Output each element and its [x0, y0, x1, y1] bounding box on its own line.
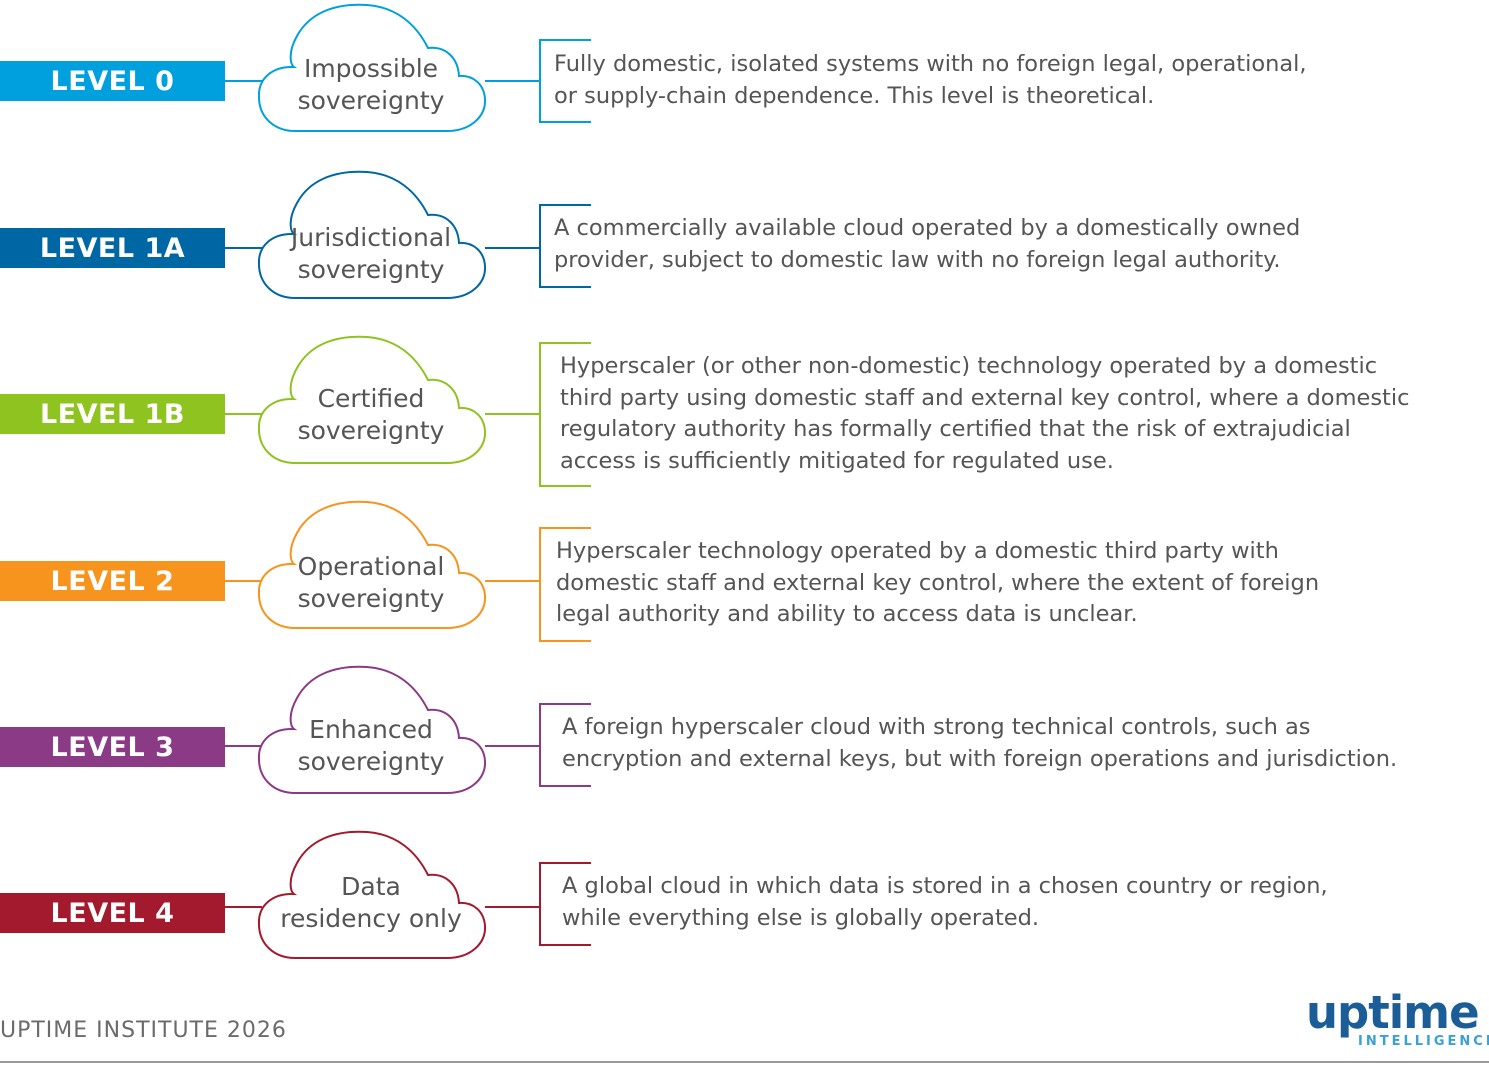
cloud-icon	[257, 335, 487, 464]
uptime-logo-wordmark: uptime	[1306, 986, 1480, 1039]
description-line: Hyperscaler (or other non-domestic) tech…	[560, 353, 1378, 379]
cloud-title-0: Impossible sovereignty	[258, 53, 484, 117]
description-bracket	[539, 527, 591, 642]
cloud-title-line: residency only	[280, 904, 462, 933]
cloud-title-1a: Jurisdictional sovereignty	[258, 222, 484, 286]
description-line: legal authority and ability to access da…	[556, 601, 1138, 627]
cloud-title-line: Enhanced	[309, 715, 433, 744]
description-line: provider, subject to domestic law with n…	[554, 246, 1281, 273]
cloud-title-line: Operational	[297, 552, 445, 581]
description-bracket	[539, 204, 591, 288]
cloud-title-4: Data residency only	[258, 871, 484, 935]
footer-divider	[0, 1061, 1489, 1063]
cloud-title-2: Operational sovereignty	[258, 551, 484, 615]
cloud-title-line: Data	[341, 872, 401, 901]
description-bracket	[539, 342, 591, 487]
level-row-3: LEVEL 3 Enhanced sovereignty A foreign h…	[0, 660, 1489, 825]
description-bracket	[539, 39, 591, 123]
cloud-title-line: sovereignty	[297, 86, 445, 115]
level-label-4: LEVEL 4	[0, 893, 225, 933]
description-line: A commercially available cloud operated …	[554, 215, 1301, 241]
description-line: third party using domestic staff and ext…	[560, 384, 1410, 411]
description-line: A foreign hyperscaler cloud with strong …	[562, 714, 1311, 740]
description-line: while everything else is globally operat…	[562, 904, 1040, 931]
cloud-icon	[257, 3, 487, 132]
level-2-connector-graphics	[224, 500, 591, 642]
cloud-icon	[257, 830, 487, 959]
level-row-1b: LEVEL 1B Certified sovereignty Hyperscal…	[0, 330, 1489, 495]
level-description-1b: Hyperscaler (or other non-domestic) tech…	[560, 351, 1410, 477]
level-label-1b: LEVEL 1B	[0, 394, 225, 434]
cloud-icon	[257, 500, 487, 629]
level-label-3: LEVEL 3	[0, 727, 225, 767]
level-row-2: LEVEL 2 Operational sovereignty Hypersca…	[0, 495, 1489, 660]
description-line: regulatory authority has formally certif…	[560, 416, 1351, 442]
cloud-title-line: sovereignty	[297, 747, 445, 776]
level-description-0: Fully domestic, isolated systems with no…	[554, 49, 1307, 112]
level-description-2: Hyperscaler technology operated by a dom…	[556, 536, 1319, 631]
description-line: A global cloud in which data is stored i…	[562, 873, 1328, 899]
level-1a-connector-graphics	[224, 170, 591, 299]
cloud-title-line: Jurisdictional	[290, 223, 452, 252]
level-1b-connector-graphics	[224, 335, 591, 487]
level-row-1a: LEVEL 1A Jurisdictional sovereignty A co…	[0, 165, 1489, 330]
level-label-0: LEVEL 0	[0, 61, 225, 101]
cloud-title-3: Enhanced sovereignty	[258, 714, 484, 778]
cloud-icon	[257, 170, 487, 299]
level-row-4: LEVEL 4 Data residency only A global clo…	[0, 825, 1489, 990]
cloud-title-line: sovereignty	[297, 584, 445, 613]
description-bracket	[539, 703, 591, 787]
cloud-title-line: sovereignty	[297, 255, 445, 284]
description-line: encryption and external keys, but with f…	[562, 745, 1398, 772]
level-description-1a: A commercially available cloud operated …	[554, 213, 1300, 276]
level-label-1a: LEVEL 1A	[0, 228, 225, 268]
description-line: Fully domestic, isolated systems with no…	[554, 51, 1307, 77]
cloud-title-line: Impossible	[303, 54, 439, 83]
description-line: or supply-chain dependence. This level i…	[554, 82, 1155, 109]
cloud-title-line: sovereignty	[297, 416, 445, 445]
uptime-logo-subtitle: INTELLIGENCE	[1358, 1034, 1489, 1049]
cloud-title-1b: Certified sovereignty	[258, 383, 484, 447]
description-line: Hyperscaler technology operated by a dom…	[556, 538, 1279, 564]
level-label-2: LEVEL 2	[0, 561, 225, 601]
level-description-4: A global cloud in which data is stored i…	[562, 871, 1328, 934]
source-credit: UPTIME INSTITUTE 2026	[0, 1018, 287, 1043]
description-line: domestic staff and external key control,…	[556, 569, 1320, 596]
cloud-title-line: Certified	[317, 384, 425, 413]
cloud-icon	[257, 665, 487, 794]
description-bracket	[539, 862, 591, 946]
level-0-connector-graphics	[224, 3, 591, 132]
description-line: access is sufficiently mitigated for reg…	[560, 447, 1114, 474]
level-3-connector-graphics	[224, 665, 591, 794]
level-description-3: A foreign hyperscaler cloud with strong …	[562, 712, 1397, 775]
level-row-0: LEVEL 0 Impossible sovereignty Fully dom…	[0, 0, 1489, 165]
level-4-connector-graphics	[224, 830, 591, 959]
